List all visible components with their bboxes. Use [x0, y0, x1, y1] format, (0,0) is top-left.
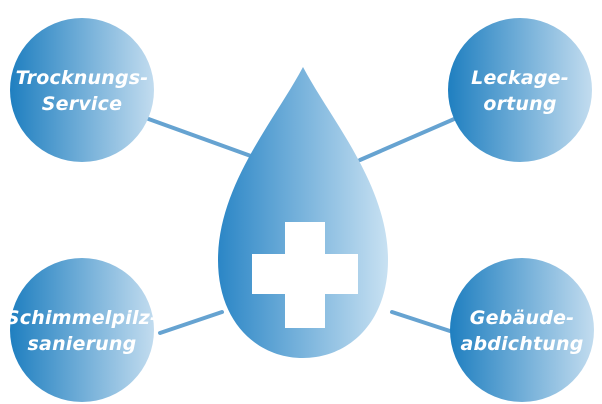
connector-bottom-left — [158, 310, 224, 335]
service-label: Gebäude-abdichtung — [460, 307, 583, 355]
water-drop — [218, 67, 388, 358]
connector-top-right — [358, 111, 470, 162]
service-label-line: sanierung — [28, 333, 137, 355]
service-circle-shape — [450, 258, 594, 402]
service-circle-gebaeudeabdichtung: Gebäude-abdichtung — [450, 258, 594, 402]
service-circle-shape — [10, 258, 154, 402]
service-circle-leckageortung: Leckage-ortung — [448, 18, 592, 162]
service-label: Leckage-ortung — [471, 67, 569, 115]
service-label: Schimmelpilz-sanierung — [6, 307, 158, 355]
connector-lines — [130, 111, 470, 335]
service-label-line: Service — [42, 93, 122, 115]
connector-bottom-right — [390, 310, 458, 335]
service-circle-trocknungs-service: Trocknungs- Service — [10, 18, 154, 162]
service-circle-schimmelpilzsanierung: Schimmelpilz-sanierung — [6, 258, 158, 402]
service-label-line: Schimmelpilz- — [6, 307, 158, 329]
service-label-line: Trocknungs- — [16, 67, 149, 89]
service-label-line: abdichtung — [460, 333, 583, 355]
plus-cross-icon — [252, 222, 358, 328]
service-circle-shape — [448, 18, 592, 162]
connector-top-left — [130, 111, 264, 162]
service-label-line: Gebäude- — [470, 307, 574, 329]
service-label-line: ortung — [483, 93, 556, 115]
service-circle-shape — [10, 18, 154, 162]
service-label-line: Leckage- — [471, 67, 569, 89]
service-nodes: Trocknungs- Service Leckage-ortungSchimmel… — [6, 18, 594, 402]
service-label: Trocknungs- Service — [16, 67, 149, 115]
